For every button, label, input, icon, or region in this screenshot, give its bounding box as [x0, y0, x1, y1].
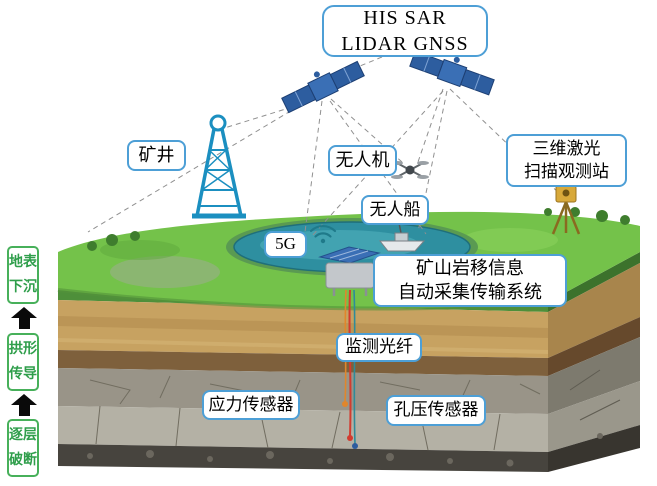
title-line: HIS SAR: [363, 7, 447, 29]
step-line: 破断: [9, 453, 37, 468]
step-line: 下沉: [9, 280, 37, 295]
terrain-front-face: [58, 290, 548, 472]
satellite-icon: [409, 50, 495, 96]
label-pore-pressure-sensor: 孔压传感器: [386, 395, 486, 426]
label-laser-scan-station: 三维激光 扫描观测站: [506, 134, 627, 187]
label-mine-shaft: 矿井: [127, 140, 186, 171]
process-step-layer-breaking: 逐层 破断: [7, 419, 39, 477]
remote-sensing-title-box: HIS SAR LIDAR GNSS: [322, 5, 488, 57]
up-arrow-icon: [11, 394, 37, 416]
label-line: 矿山岩移信息: [416, 258, 524, 279]
step-line: 逐层: [9, 427, 37, 443]
data-logger-icon: [318, 246, 381, 296]
step-line: 拱形: [9, 341, 37, 357]
label-unmanned-boat: 无人船: [361, 195, 429, 225]
label-line: 自动采集传输系统: [398, 281, 542, 302]
mine-derrick-icon: [192, 114, 246, 219]
label-line: 扫描观测站: [524, 161, 609, 181]
step-line: 地表: [9, 254, 37, 270]
label-uav: 无人机: [328, 145, 397, 176]
title-line: LIDAR GNSS: [341, 33, 469, 55]
boat-icon: [378, 222, 426, 252]
process-step-arch-conduction: 拱形 传导: [7, 333, 39, 391]
satellite-icon: [281, 60, 365, 114]
label-collection-system: 矿山岩移信息 自动采集传输系统: [373, 254, 567, 307]
label-line: 三维激光: [532, 139, 601, 159]
fracture-lines: [89, 369, 621, 451]
rubble-stones: [87, 433, 603, 467]
label-stress-sensor: 应力传感器: [202, 390, 300, 420]
laser-scanner-tripod-icon: [551, 185, 581, 235]
process-step-surface-subsidence: 地表 下沉: [7, 246, 39, 304]
terrain-right-face: [548, 252, 640, 472]
label-5g: 5G: [264, 231, 307, 258]
label-monitoring-fiber: 监测光纤: [336, 333, 422, 362]
step-line: 传导: [9, 367, 37, 382]
wifi-signal-icon: [309, 224, 337, 244]
up-arrow-icon: [11, 307, 37, 329]
